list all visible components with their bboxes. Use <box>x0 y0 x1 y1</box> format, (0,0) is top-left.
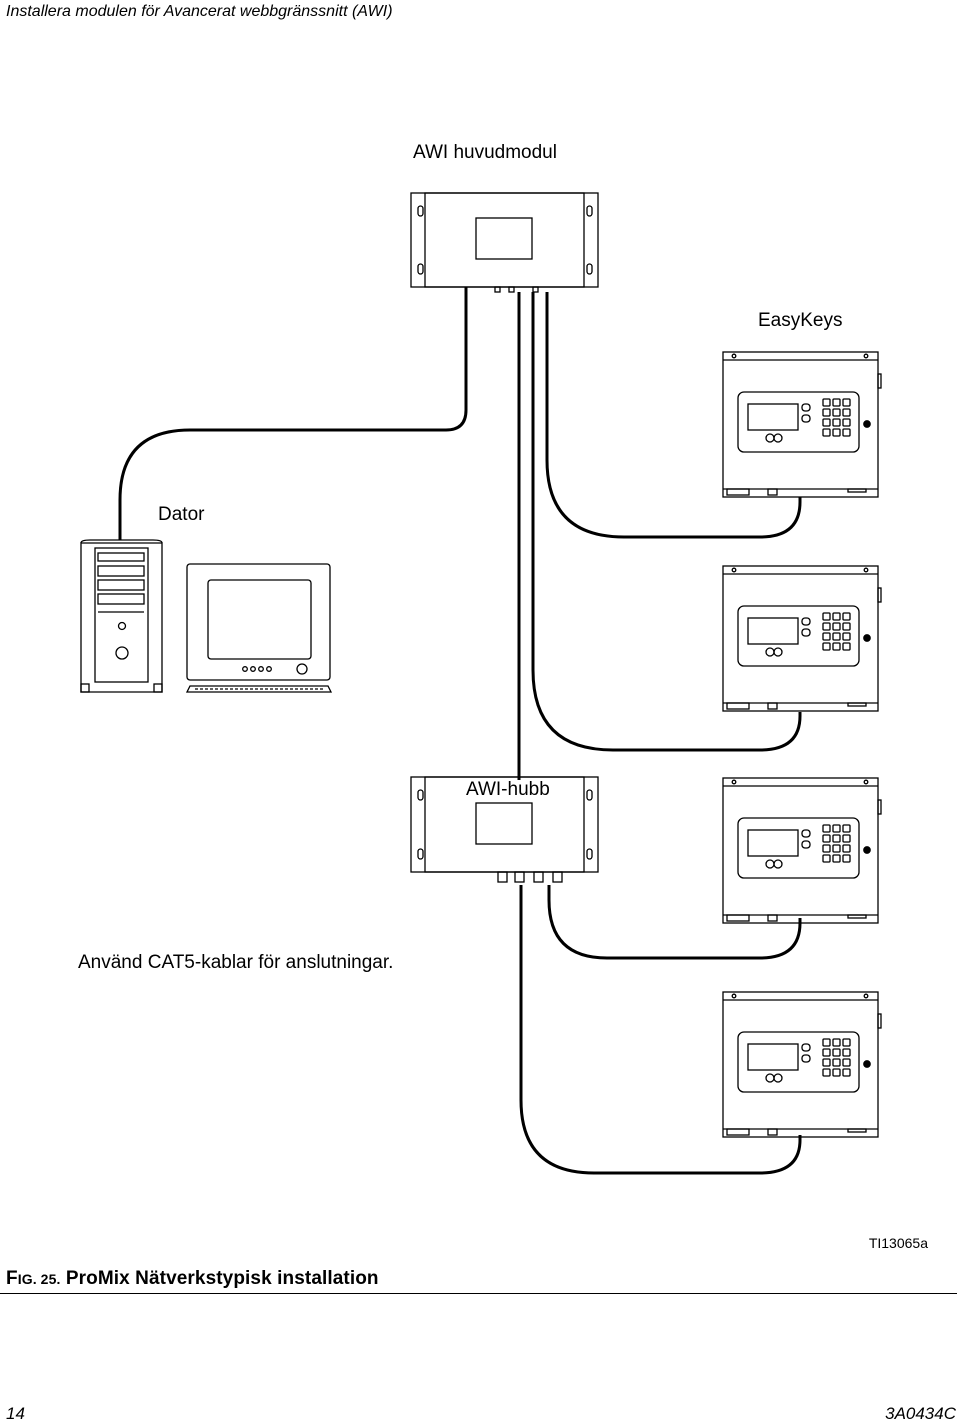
page-number: 14 <box>6 1404 25 1423</box>
easykeys-unit-4 <box>722 991 882 1138</box>
label-computer: Dator <box>158 504 205 525</box>
caption-text: ProMix Nätverkstypisk installation <box>65 1268 379 1289</box>
monitor-illustration <box>185 563 333 693</box>
awi-main-module-illustration <box>410 192 599 293</box>
easykeys-unit-3 <box>722 777 882 924</box>
easykeys-unit-1 <box>722 351 882 498</box>
easykeys-units <box>722 351 882 1138</box>
document-id: 3A0434C <box>885 1404 956 1423</box>
caption-prefix-rest: IG. 25. <box>17 1271 61 1287</box>
label-easykeys: EasyKeys <box>758 310 843 331</box>
cat5-cables <box>118 287 802 1175</box>
label-cables-note: Använd CAT5-kablar för anslutningar. <box>78 952 394 973</box>
label-awi-main-module: AWI huvudmodul <box>413 142 557 163</box>
computer-tower-illustration <box>80 539 163 693</box>
awi-hub-illustration <box>410 776 599 883</box>
caption-rule <box>0 1293 957 1294</box>
easykeys-unit-2 <box>722 565 882 712</box>
page-header-title: Installera modulen för Avancerat webbgrä… <box>6 3 393 20</box>
figure-caption: FIG. 25. ProMix Nätverkstypisk installat… <box>6 1269 379 1288</box>
label-awi-hub: AWI-hubb <box>466 779 550 800</box>
caption-prefix-f: F <box>6 1268 18 1289</box>
figure-reference: TI13065a <box>868 1235 928 1251</box>
